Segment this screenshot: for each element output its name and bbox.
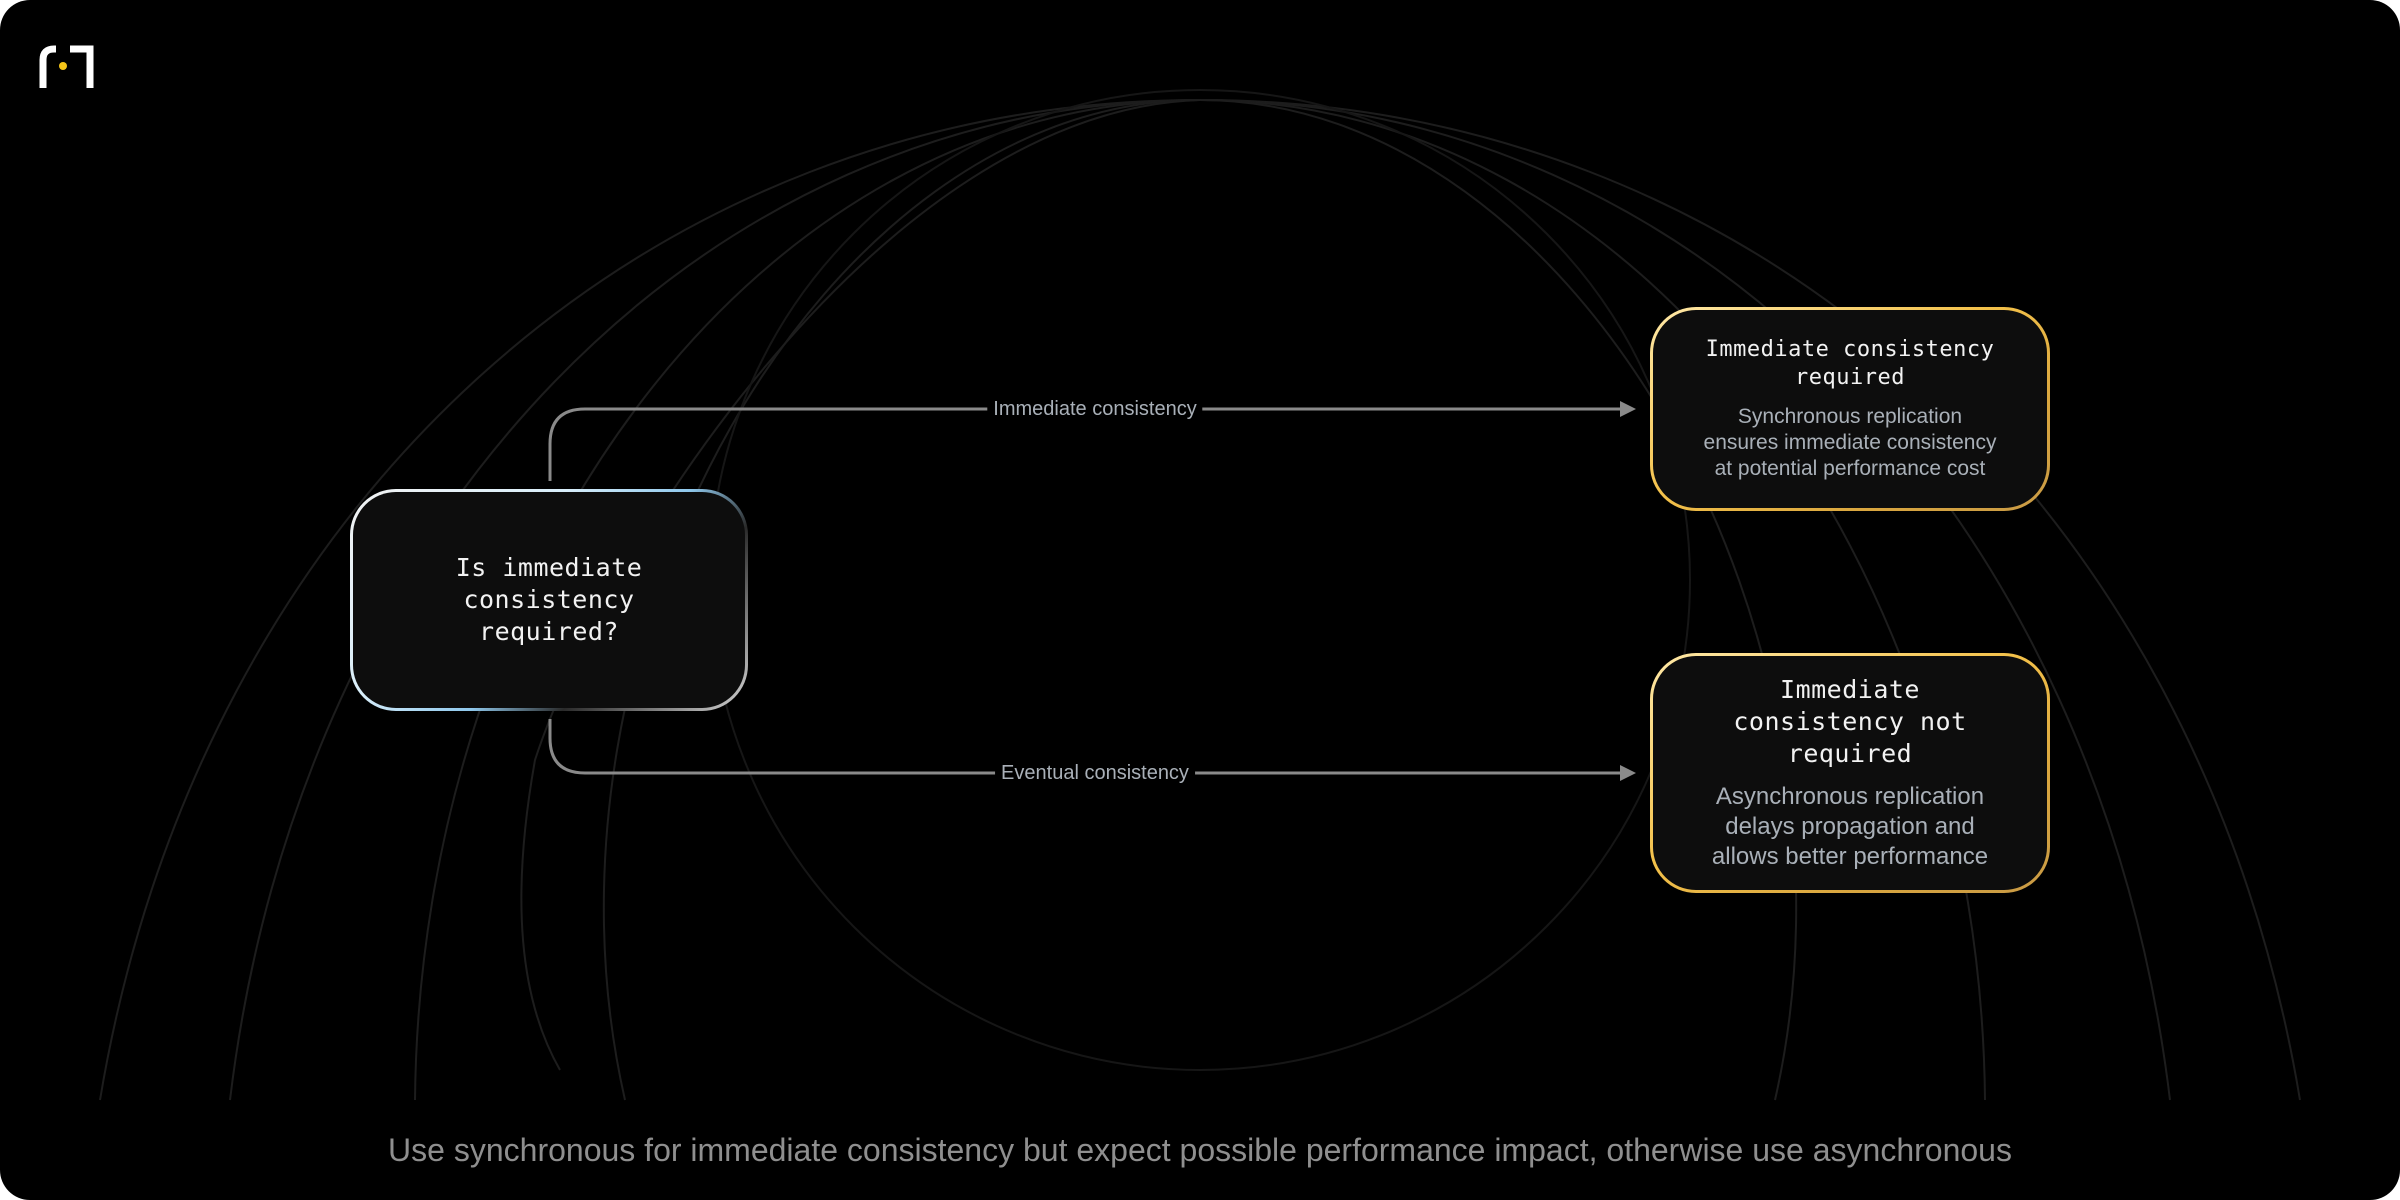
diagram-caption: Use synchronous for immediate consistenc… xyxy=(388,1132,2012,1168)
result-description: Asynchronous replication delays propagat… xyxy=(1711,783,1989,870)
result-title: Immediate consistency not required xyxy=(1733,675,1967,768)
decision-question-text: Is immediate consistency required? xyxy=(455,553,643,646)
result-title: Immediate consistency required xyxy=(1705,337,1995,390)
result-description: Synchronous replication ensures immediat… xyxy=(1703,405,1997,480)
brand-logo-icon xyxy=(39,45,94,88)
decision-node: Is immediate consistency required? xyxy=(350,489,748,711)
edge-label-immediate: Immediate consistency xyxy=(987,397,1203,421)
result-node-asynchronous: Immediate consistency not required Async… xyxy=(1650,653,2050,893)
edge-label-eventual: Eventual consistency xyxy=(995,761,1195,785)
result-node-synchronous: Immediate consistency required Synchrono… xyxy=(1650,307,2050,511)
